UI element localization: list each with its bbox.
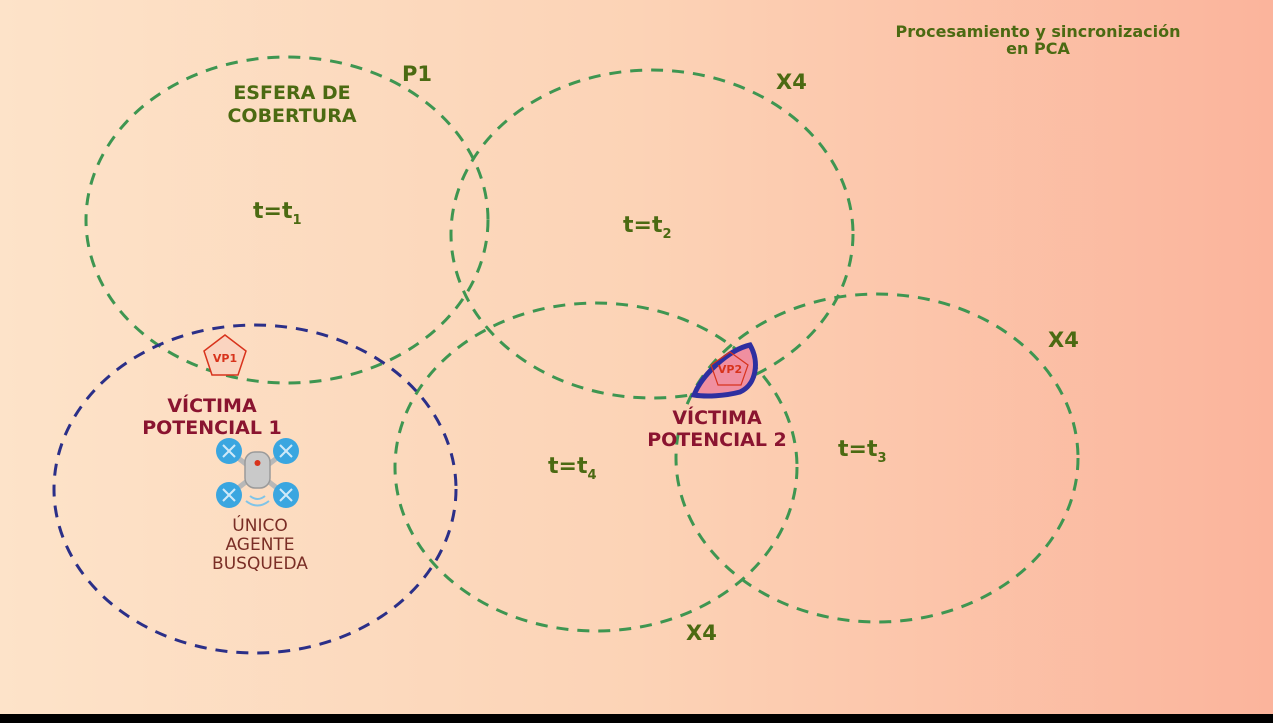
coverage-circle-t1 <box>84 55 490 385</box>
vp2-tag: VP2 <box>718 363 742 376</box>
label-x4-right: X4 <box>1048 328 1079 352</box>
time-label-t4: t=t4 <box>548 454 597 483</box>
coverage-label-line2: COBERTURA <box>227 105 356 127</box>
bottom-bar <box>0 714 1273 723</box>
label-x4-bottom: X4 <box>686 621 717 645</box>
vp1-tag: VP1 <box>213 352 237 365</box>
coverage-circle-t3 <box>674 292 1080 624</box>
time-label-t2: t=t2 <box>623 213 672 242</box>
time-label-t1: t=t1 <box>253 199 302 228</box>
victim1-label-line2: POTENCIAL 1 <box>142 417 282 439</box>
vp2-highlight <box>690 342 758 399</box>
svg-text:t=t1: t=t1 <box>253 199 302 228</box>
victim2-label-line2: POTENCIAL 2 <box>647 429 787 451</box>
header-title-line1: Procesamiento y sincronización <box>896 22 1181 41</box>
victim1-label-line1: VÍCTIMA <box>167 394 257 417</box>
vp1-marker: VP1 <box>203 334 247 376</box>
label-x4-top: X4 <box>776 70 807 94</box>
agent-label-line2: AGENTE <box>225 535 294 555</box>
coverage-circle-t4 <box>393 301 799 633</box>
agent-label-line1: ÚNICO <box>232 514 287 536</box>
label-p1: P1 <box>402 62 432 86</box>
vp2-marker: VP2 <box>690 342 758 399</box>
victim2-label-line1: VÍCTIMA <box>672 406 762 429</box>
agent-range-circle <box>52 323 458 655</box>
svg-text:t=t2: t=t2 <box>623 213 672 242</box>
svg-text:t=t4: t=t4 <box>548 454 597 483</box>
coverage-circle-t2 <box>449 68 855 400</box>
time-label-t3: t=t3 <box>838 437 887 466</box>
header-title-line2: en PCA <box>1006 39 1070 58</box>
agent-label-line3: BUSQUEDA <box>212 554 308 574</box>
coverage-label-line1: ESFERA DE <box>233 82 350 104</box>
svg-text:t=t3: t=t3 <box>838 437 887 466</box>
drone-icon <box>216 438 299 508</box>
